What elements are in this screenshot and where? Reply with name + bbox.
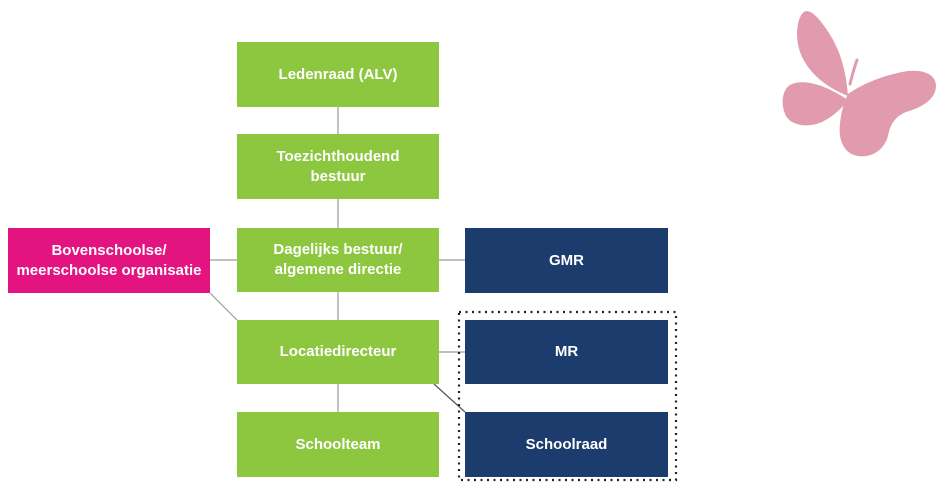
connector-bovenschoolse-locatie — [209, 292, 238, 321]
box-bovenschoolse-organisatie: Bovenschoolse/ meerschoolse organisatie — [8, 228, 210, 293]
box-locatiedirecteur: Locatiedirecteur — [237, 320, 439, 384]
box-schoolraad: Schoolraad — [465, 412, 668, 477]
box-schoolteam: Schoolteam — [237, 412, 439, 477]
box-mr: MR — [465, 320, 668, 384]
box-toezichthoudend-label: Toezichthoudend bestuur — [276, 147, 400, 185]
box-dagelijks-label: Dagelijks bestuur/ algemene directie — [273, 241, 403, 278]
box-locatiedirecteur-label: Locatiedirecteur — [279, 343, 397, 360]
dotted-group-border — [457, 310, 678, 482]
box-ledenraad: Ledenraad (ALV) — [237, 42, 439, 107]
box-mr-label: MR — [554, 343, 579, 360]
box-schoolraad-label: Schoolraad — [525, 435, 608, 453]
box-gmr-label: GMR — [549, 251, 584, 269]
box-schoolteam-label: Schoolteam — [295, 435, 381, 453]
box-bovenschoolse-label: Bovenschoolse/ meerschoolse organisatie — [16, 241, 202, 279]
box-toezichthoudend-bestuur: Toezichthoudend bestuur — [237, 134, 439, 199]
connector-locatie-schoolraad — [433, 383, 466, 413]
butterfly-icon — [782, 11, 936, 157]
box-ledenraad-label: Ledenraad (ALV) — [278, 65, 398, 83]
box-gmr: GMR — [465, 228, 668, 293]
box-dagelijks-bestuur: Dagelijks bestuur/ algemene directie — [237, 228, 439, 292]
